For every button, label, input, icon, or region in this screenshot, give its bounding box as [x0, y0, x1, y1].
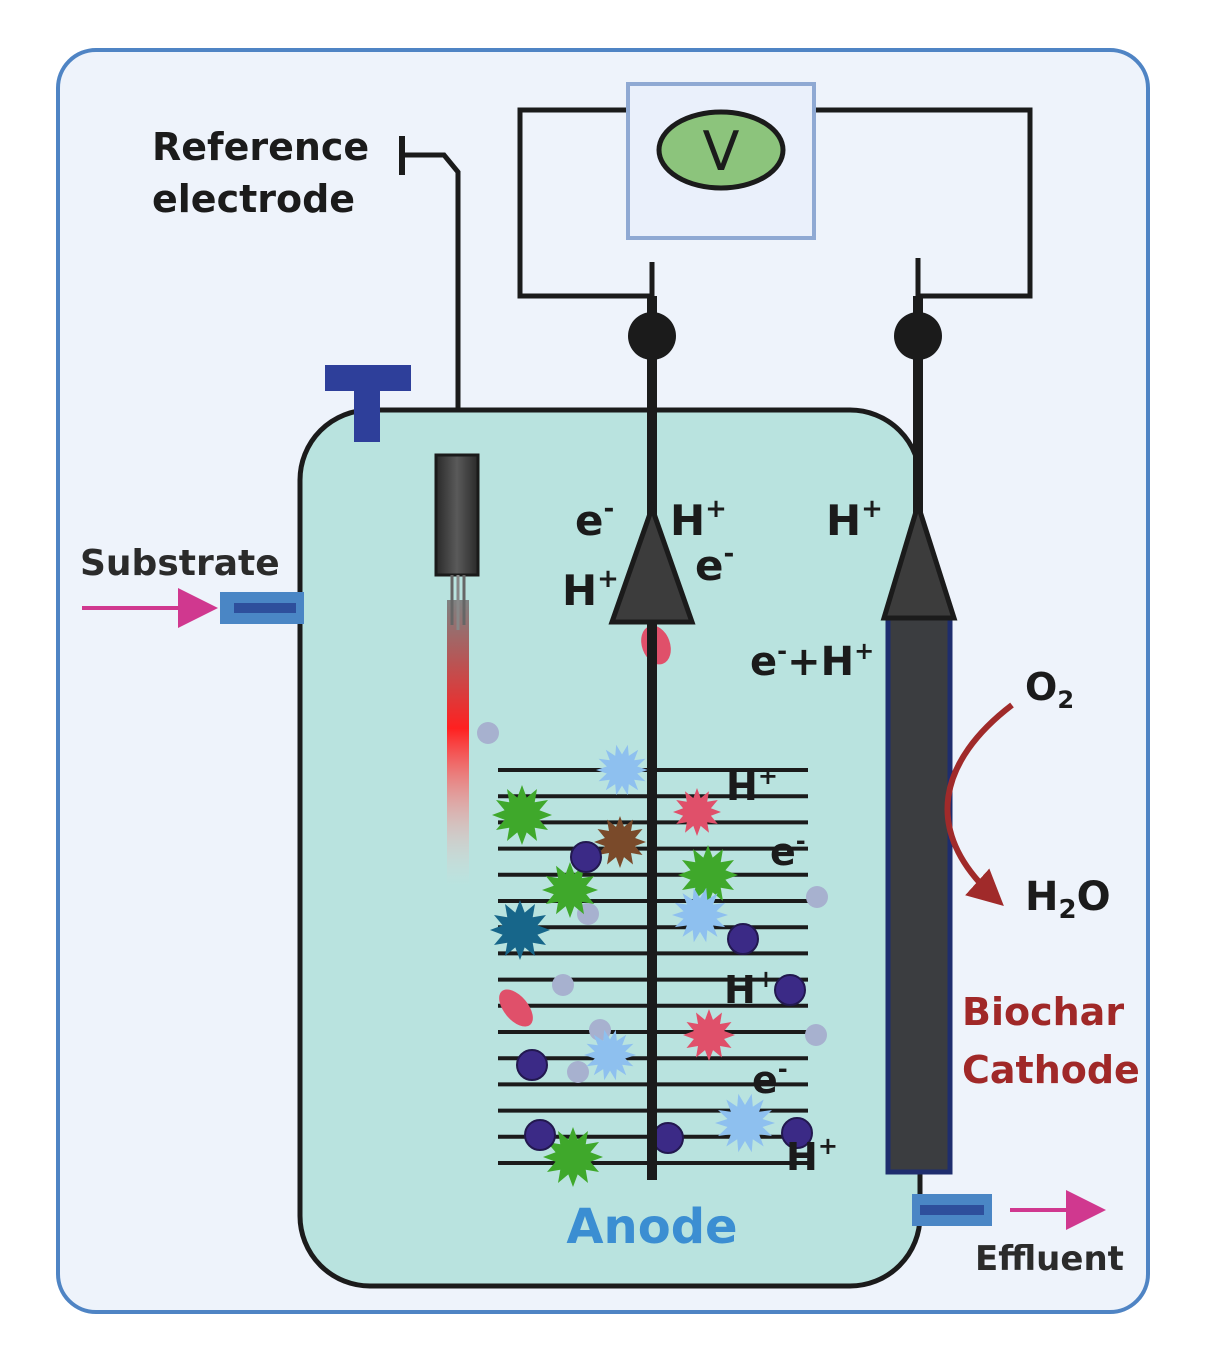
oxygen-label: O2 — [1025, 665, 1074, 714]
particle-icon — [727, 923, 759, 955]
particle-icon — [806, 886, 828, 908]
proton-label: H+ — [670, 494, 727, 545]
particle-icon — [516, 1049, 548, 1081]
particle-icon — [524, 1119, 556, 1151]
cathode-label-line1: Biochar — [962, 990, 1124, 1034]
cathode-label-line2: Cathode — [962, 1048, 1140, 1092]
particle-icon — [570, 841, 602, 873]
particle-icon — [774, 974, 806, 1006]
microbe-icon — [678, 845, 738, 905]
proton-label: H+ — [724, 965, 776, 1012]
particle-icon — [652, 1122, 684, 1154]
proton-label: H+ — [826, 494, 883, 545]
biochar-cathode — [885, 609, 953, 1175]
reference-electrode — [434, 453, 480, 885]
microbe-icon — [683, 1009, 735, 1061]
cathode-terminal — [894, 312, 942, 360]
particle-icon — [477, 722, 499, 744]
particle-icon — [567, 1061, 589, 1083]
proton-label: H+ — [562, 564, 619, 615]
particle-icon — [805, 1024, 827, 1046]
electron-label: e- — [752, 1055, 788, 1102]
cathode-arrow-icon — [880, 496, 958, 621]
substrate-label: Substrate — [80, 543, 280, 584]
reference-electrode-label-line2: electrode — [152, 177, 355, 221]
substrate-inlet-port — [220, 592, 304, 624]
effluent-outlet-port — [912, 1194, 992, 1226]
electron-label: e- — [770, 827, 806, 874]
electron-plus-proton-label: e-+H+ — [750, 637, 874, 685]
water-label: H2O — [1025, 874, 1111, 925]
anode-arrow-icon — [608, 500, 696, 625]
voltmeter-icon — [656, 109, 786, 191]
bacterium-icon — [499, 989, 533, 1027]
microbe-icon — [584, 1029, 636, 1081]
reference-electrode-label-line1: Reference — [152, 125, 369, 169]
proton-label: H+ — [726, 762, 778, 809]
anode-terminal — [628, 312, 676, 360]
voltmeter-label: V — [703, 120, 740, 183]
external-circuit — [517, 107, 1033, 299]
microbe-icon — [542, 862, 598, 918]
particle-icon — [781, 1117, 813, 1149]
microbe-icon — [490, 900, 550, 960]
microbe-layer — [477, 625, 828, 1187]
anode-label: Anode — [566, 1199, 737, 1255]
effluent-label: Effluent — [975, 1239, 1124, 1279]
valve-icon — [325, 365, 411, 442]
electron-label: e- — [695, 539, 734, 590]
microbe-icon — [492, 785, 552, 845]
microbe-icon — [543, 1127, 603, 1187]
microbe-icon — [673, 788, 721, 836]
microbe-icon — [715, 1093, 775, 1153]
microbe-icon — [672, 887, 728, 943]
oxygen-reduction-arrow-icon — [944, 702, 1014, 907]
microbe-icon — [594, 816, 646, 868]
particle-icon — [552, 974, 574, 996]
electron-label: e- — [575, 494, 614, 545]
reference-electrode-wire — [404, 152, 461, 456]
proton-label: H+ — [786, 1132, 838, 1179]
microbe-icon — [596, 744, 648, 796]
